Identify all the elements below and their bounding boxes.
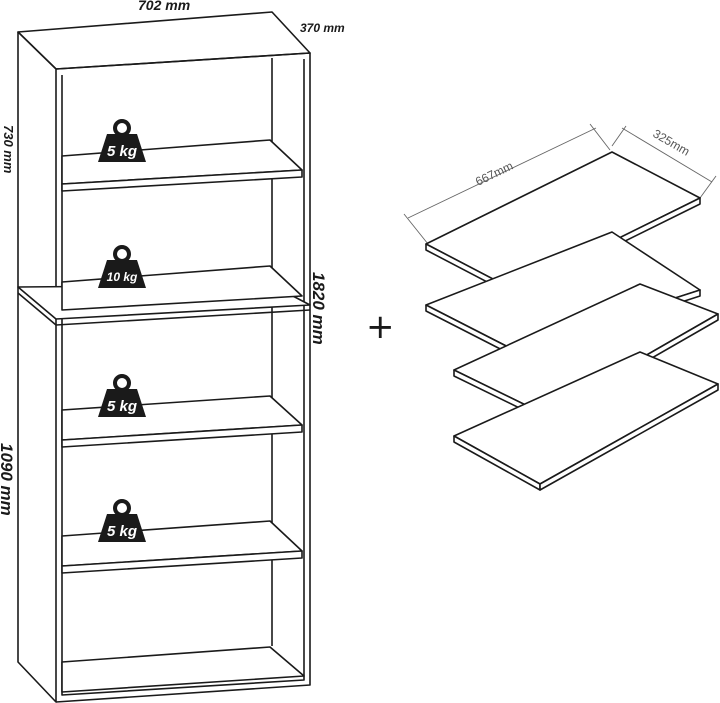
bookcase-top-surface	[17, 11, 311, 70]
bookcase-left-side	[17, 31, 57, 703]
weight-label-1: 5 kg	[107, 143, 137, 160]
total-height-dimension: 1820 mm	[309, 272, 328, 345]
shelf-2	[61, 265, 303, 311]
shelf-1	[61, 139, 303, 192]
weight-icon-1: 5 kg	[98, 119, 146, 162]
weight-label-4: 5 kg	[107, 523, 137, 540]
shelf-3	[61, 395, 303, 448]
weight-icon-3: 5 kg	[98, 374, 146, 417]
shelf-4	[61, 520, 303, 574]
weight-icon-4: 5 kg	[98, 499, 146, 542]
width-dimension: 702 mm	[138, 0, 190, 13]
depth-dimension: 370 mm	[300, 21, 345, 35]
bookcase: 5 kg 10 kg 5 kg 5 kg	[17, 11, 311, 703]
weight-label-3: 5 kg	[107, 398, 137, 415]
shelf-width-label: 325mm	[651, 126, 693, 158]
weight-label-2: 10 kg	[107, 270, 138, 284]
extra-shelves: 667mm 325mm	[403, 123, 719, 491]
plus-sign: +	[366, 307, 395, 347]
bookcase-front-frame	[55, 52, 311, 703]
bookcase-inner-opening	[61, 59, 305, 696]
shelf-length-dimension-line	[403, 123, 611, 245]
lower-height-dimension: 1090 mm	[0, 443, 16, 516]
extra-shelf-4	[453, 351, 719, 491]
shelf-length-label: 667mm	[473, 159, 515, 189]
shelf-width-dimension-line	[611, 125, 717, 199]
bottom-shelf	[61, 646, 305, 693]
weight-icon-2: 10 kg	[98, 245, 146, 288]
upper-height-dimension: 730 mm	[1, 125, 16, 174]
